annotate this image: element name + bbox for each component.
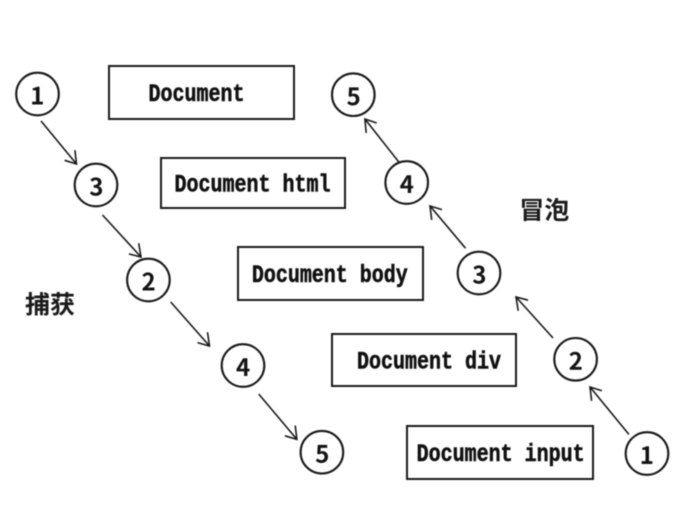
svg-text:Document body: Document body [252, 261, 408, 290]
svg-text:Document div: Document div [357, 347, 501, 376]
svg-text:Document: Document [149, 80, 245, 109]
svg-text:Document html: Document html [175, 170, 331, 199]
svg-text:Document input: Document input [417, 440, 585, 469]
